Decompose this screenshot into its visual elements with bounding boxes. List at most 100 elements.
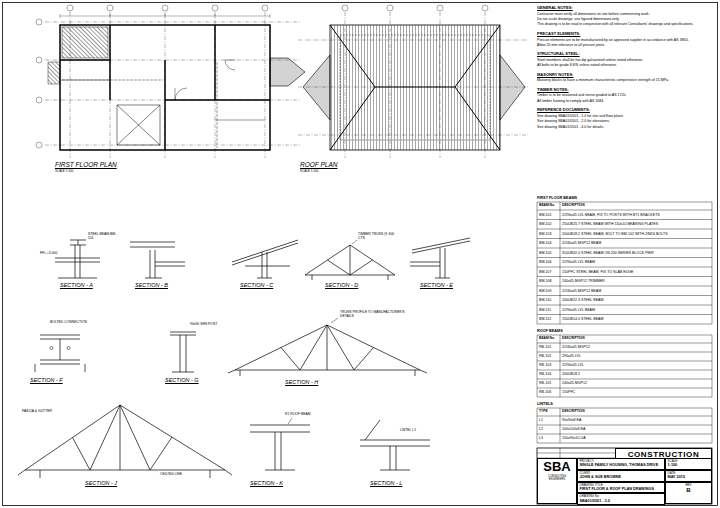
section-detail: [130, 242, 185, 278]
schedule-table: [537, 335, 712, 397]
table-header: DESCRIPTION: [562, 337, 710, 341]
table-cell: 150PFC STEEL BEAM, FIX TO SLAB EDGE: [562, 270, 633, 274]
table-cell: 90x90x8 EA: [562, 418, 581, 422]
door-swing: [60, 60, 265, 120]
section-title: SECTION - K: [250, 480, 283, 487]
table-cell: L3: [539, 436, 543, 440]
table-cell: RB-102: [539, 354, 551, 358]
section-title: SECTION - E: [420, 282, 453, 289]
section-title: SECTION - L: [370, 480, 402, 487]
node-text: CONSULTING ENGINEERS: [540, 475, 575, 481]
stair-hatch: [62, 27, 108, 58]
node-text: DRAWING TITLE:: [580, 484, 663, 487]
table-cell: L1: [539, 418, 543, 422]
drawing-title: ROOF PLAN: [300, 161, 337, 169]
section-title: SECTION - G: [165, 377, 199, 384]
notes-heading: REFERENCE DOCUMENTS:: [537, 108, 712, 113]
note-text: Contractor must verify all dimensions on…: [537, 12, 712, 16]
section-detail: [410, 238, 470, 278]
table-cell: BM-109: [539, 289, 552, 293]
deck-hatch: [270, 58, 305, 86]
table-cell: 200UB18.2 STEEL BEAM, BOLT TO BM-102 WIT…: [562, 232, 668, 236]
beam-line: [62, 62, 217, 148]
section-title: SECTION - J: [85, 480, 117, 487]
table-cell: 290x45 LVL: [562, 354, 581, 358]
notes-heading: TIMBER NOTES:: [537, 88, 712, 93]
note-text: Do not scale drawings; use figured dimen…: [537, 17, 712, 21]
table-cell: RB-105: [539, 381, 551, 385]
hip-end: [303, 55, 330, 120]
section-detail: [170, 332, 196, 372]
section-title: SECTION - C: [240, 282, 273, 289]
section-detail: [35, 335, 85, 372]
table-cell: 100x100x8 EA: [562, 427, 585, 431]
section-detail: [250, 425, 310, 470]
grid-line: [298, 12, 528, 158]
truss-section: [228, 325, 427, 376]
roof-outline: [330, 25, 500, 150]
node-text: REV: [668, 484, 710, 487]
title-block-cell: DATE:MAY 2015: [665, 470, 712, 482]
table-cell: BM-112: [539, 317, 551, 321]
grid-line: [45, 12, 300, 158]
schedule-table: [537, 202, 712, 324]
table-cell: 150UB14.0 STEEL BEAM: [562, 317, 603, 321]
table-cell: BM-102: [539, 222, 552, 226]
node-text: PROJECT:: [580, 460, 663, 463]
note-text: This drawing is to be read in conjunctio…: [537, 22, 712, 26]
table-cell: RB-103: [539, 363, 551, 367]
truss-section: [305, 245, 395, 280]
note-text: Steel members shall be hot dip galvanize…: [537, 58, 712, 62]
table-header: DESCRIPTION: [562, 410, 710, 414]
revision-table: [537, 448, 615, 458]
title-block-cell: SCALE:1:100: [665, 458, 712, 470]
leader-line: [288, 418, 292, 424]
truss-section: [18, 405, 232, 478]
callout-note: CEILING LINE: [160, 472, 192, 476]
table-cell: RB-106: [539, 390, 551, 394]
node-text: SBA01/0501 - 3.0: [580, 499, 663, 503]
notes-heading: GENERAL NOTES:: [537, 6, 712, 11]
notes-heading: PRECAST ELEMENTS:: [537, 32, 712, 37]
table-cell: BM-104: [539, 241, 552, 245]
node-text: SBA: [540, 460, 575, 475]
title-block-cell: PROJECT:SINGLE FAMILY HOUSING, THOMAS DR…: [577, 458, 665, 470]
callout-note: LINTEL L1: [400, 428, 430, 432]
callout-note: FFL +3.000: [40, 251, 70, 255]
table-cell: 240x45 MGP12 TRIMMER: [562, 279, 605, 283]
note-text: All bolts to be grade 8.8/S unless noted…: [537, 63, 712, 67]
title-block-cell: DRAWING No:SBA01/0501 - 3.0: [577, 493, 665, 505]
notes-heading: STRUCTURAL STEEL:: [537, 52, 712, 57]
table-cell: 310UB32.0 STEEL BEAM ON 200 SERIES BLOCK…: [562, 251, 654, 255]
table-cell: L2: [539, 427, 543, 431]
table-header: DESCRIPTION: [562, 204, 710, 208]
node-text: JOHN & SUE BROWNE: [580, 475, 663, 479]
callout-note: BOLTED CONNECTION: [50, 320, 92, 324]
sheet-border: [3, 3, 718, 506]
callout-note: STEEL BEAM BM-101: [88, 232, 118, 240]
callout-note: R1 ROOF BEAM: [285, 412, 320, 416]
table-cell: RB-104: [539, 372, 551, 376]
node-text: MAY 2015: [668, 475, 710, 479]
notes-heading: MASONRY NOTES:: [537, 73, 712, 78]
table-cell: BM-106: [539, 260, 552, 264]
node-text: DRAWING No:: [580, 495, 663, 498]
scale-note: SCALE 1:100: [55, 170, 73, 174]
leader-line: [331, 318, 338, 323]
table-cell: 2/290x45 LVL BEAM: [562, 260, 595, 264]
table-cell: 250UB25.7 STEEL BEAM WITH 150x10 BEARING…: [562, 222, 658, 226]
dimension-line: [60, 14, 270, 18]
hip-ridge-line: [330, 25, 500, 150]
table-cell: BM-101: [539, 213, 552, 217]
bolt-symbol: [50, 347, 70, 350]
table-cell: 150x90x10 UA: [562, 436, 586, 440]
table-header: BEAM No.: [539, 204, 555, 208]
node-text: SINGLE FAMILY HOUSING, THOMAS DRIVE: [580, 463, 663, 467]
table-cell: 2/290x45 LVL BEAM, FIX TO POSTS WITH BT1…: [562, 213, 660, 217]
table-cell: BM-110: [539, 298, 551, 302]
node-text: FIRST FLOOR & ROOF PLAN DRAWINGS: [580, 487, 663, 491]
wall-outline: [60, 25, 270, 150]
node-text: B: [668, 487, 710, 494]
table-header: BEAM No.: [539, 337, 555, 341]
note-text: See drawing SBA01/0501 - 4.0 for details…: [537, 125, 712, 129]
